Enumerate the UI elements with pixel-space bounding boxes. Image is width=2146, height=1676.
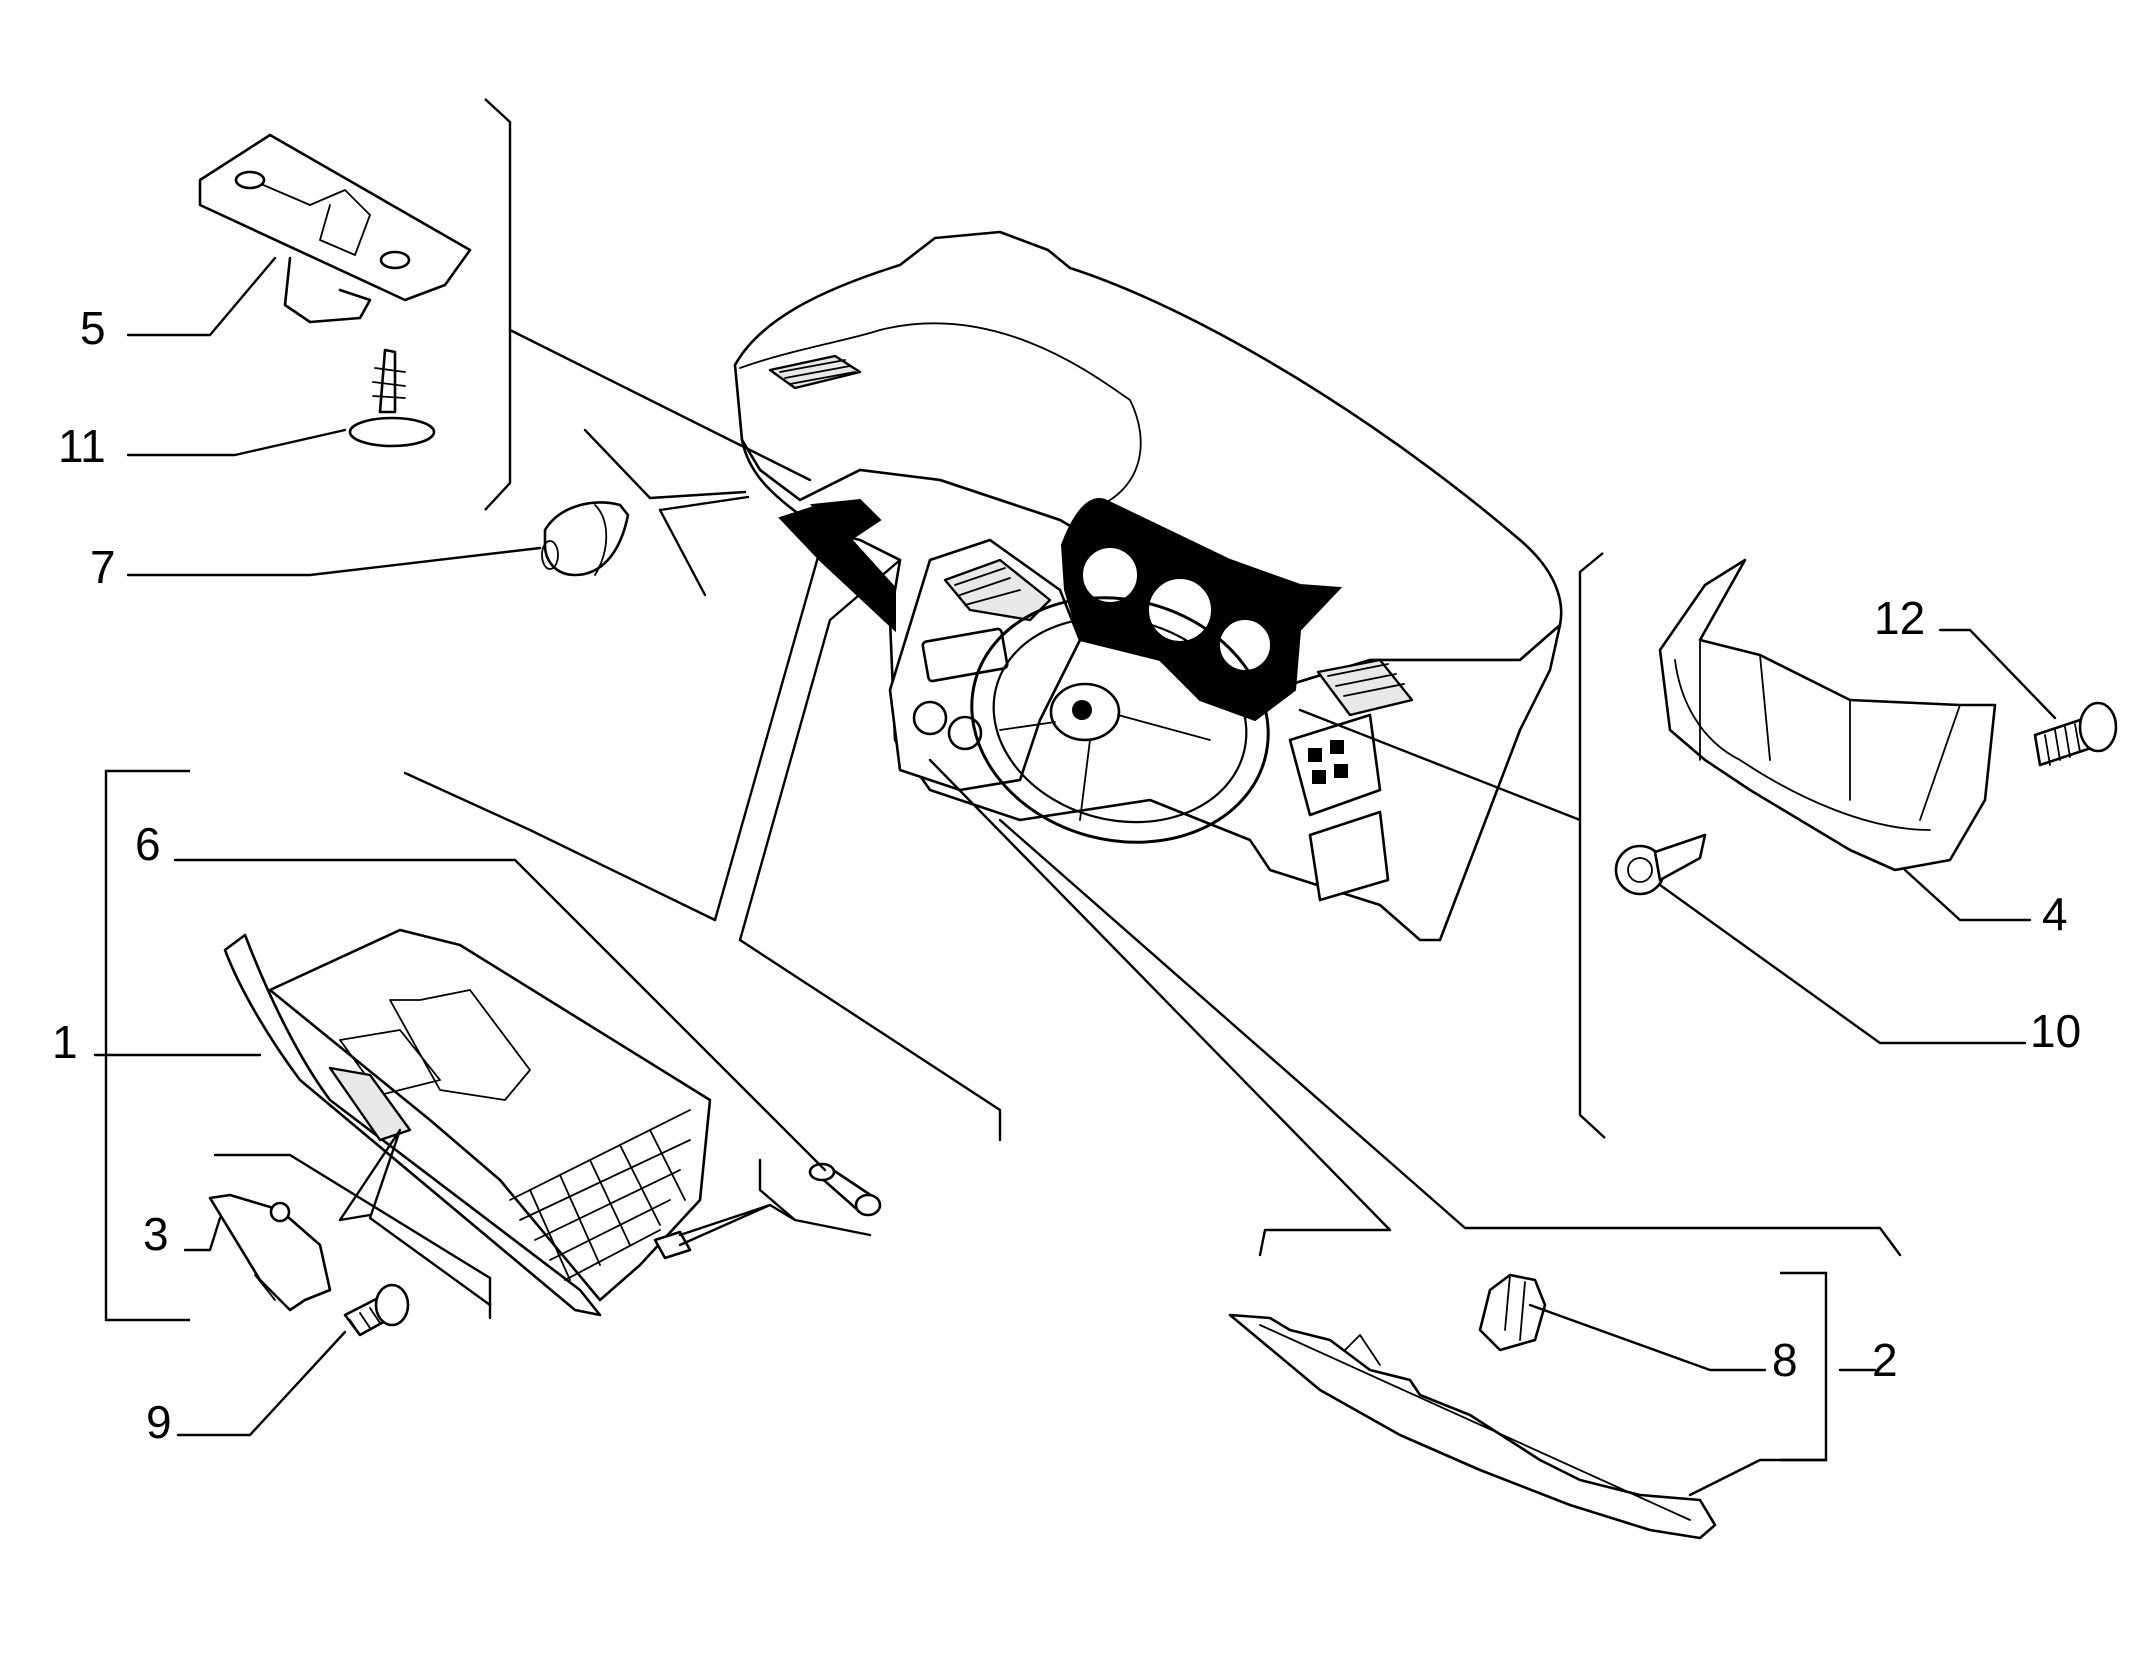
part-8-clip bbox=[1478, 1273, 1547, 1352]
part-3-latch bbox=[208, 1193, 332, 1312]
label-part-6: 6 bbox=[135, 818, 161, 870]
label-part-12: 12 bbox=[1874, 592, 1925, 644]
label-part-1: 1 bbox=[52, 1016, 78, 1068]
part-6-bushing bbox=[808, 1162, 882, 1217]
part-7-bumper bbox=[541, 501, 630, 577]
part-2-lower-trim bbox=[1228, 1313, 1717, 1540]
label-part-8: 8 bbox=[1772, 1334, 1798, 1386]
label-part-2: 2 bbox=[1872, 1334, 1898, 1386]
part-9-screw bbox=[343, 1283, 410, 1337]
part-4-shroud bbox=[1658, 558, 1997, 872]
label-part-7: 7 bbox=[90, 541, 116, 593]
part-10-screw bbox=[1614, 833, 1707, 896]
label-part-11: 11 bbox=[58, 420, 106, 472]
label-part-9: 9 bbox=[146, 1396, 172, 1448]
part-1-glove-box bbox=[223, 928, 712, 1317]
label-part-5: 5 bbox=[80, 302, 106, 354]
label-part-3: 3 bbox=[143, 1208, 169, 1260]
part-labels: 5 11 7 12 4 10 6 1 3 9 8 2 bbox=[52, 302, 2081, 1448]
part-12-screw bbox=[2033, 701, 2118, 767]
label-part-10: 10 bbox=[2030, 1005, 2081, 1057]
part-5-bracket bbox=[198, 133, 472, 324]
dashboard-assembly bbox=[733, 230, 1563, 942]
leader-lines bbox=[93, 98, 2057, 1497]
part-11-push-pin bbox=[348, 348, 436, 448]
label-part-4: 4 bbox=[2042, 888, 2068, 940]
